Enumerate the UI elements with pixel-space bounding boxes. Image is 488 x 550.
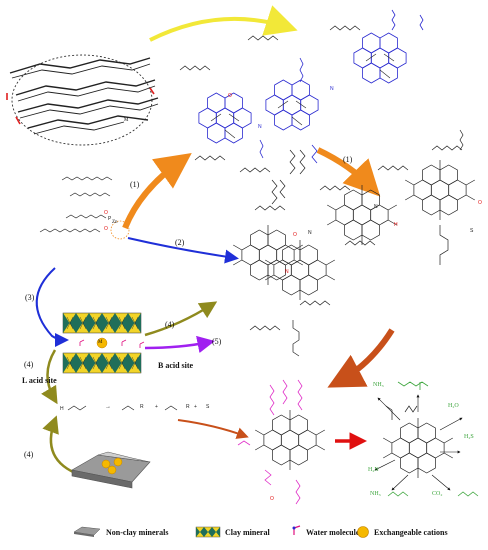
step-1-right-label: (1) <box>343 155 353 164</box>
svg-text:N: N <box>374 204 378 210</box>
legend-item-nonclay: Non-clay minerals <box>72 518 168 546</box>
reaction-formula-row: H → R + R + S <box>60 404 210 412</box>
non-clay-mineral <box>71 451 151 489</box>
legend-item-clay: Clay mineral <box>195 518 270 546</box>
cation-label: M <box>98 340 103 345</box>
mn-label: M <box>124 118 129 123</box>
arrow-blue-2 <box>127 237 239 264</box>
arrow-yellow <box>149 5 298 42</box>
non-clay-mineral-icon <box>73 526 101 537</box>
step-2-label: (2) <box>175 238 185 247</box>
h2o-label: H₂O <box>448 403 459 409</box>
legend-item-cations: Exchangeable cations <box>356 518 448 546</box>
arrow-olive-bottom <box>42 415 81 477</box>
step-3-label: (3) <box>25 293 35 302</box>
product-arrows <box>374 394 463 491</box>
legend: Non-clay minerals Clay mineral Water mol… <box>0 518 488 546</box>
svg-text:O: O <box>293 232 297 238</box>
arrow-olive-top <box>144 301 218 337</box>
clay-mineral-icon <box>195 526 221 538</box>
step-4-left-label: (4) <box>24 360 34 369</box>
svg-text:S: S <box>470 228 474 234</box>
clay-layer-stack <box>6 54 159 146</box>
bottom-center-molecule: O <box>237 379 326 505</box>
arrow-blue-3 <box>35 267 69 347</box>
exchangeable-cation-icon <box>357 526 369 538</box>
nh3-bottom-label: NH₃ <box>370 491 381 497</box>
bronsted-acid-site-label: B acid site <box>158 361 194 370</box>
step-4-bottom-label: (4) <box>24 450 34 459</box>
alkane-products <box>387 381 479 497</box>
step-4-top-label: (4) <box>165 320 175 329</box>
legend-item-water: Water molecules <box>290 518 363 546</box>
zinc-dithiophosphate: O P O <box>39 176 130 240</box>
svg-text:→: → <box>105 404 111 410</box>
legend-label-water: Water molecules <box>306 527 363 537</box>
svg-text:H: H <box>394 222 398 228</box>
svg-text:O: O <box>104 226 108 232</box>
step-1-upper-label: (1) <box>130 180 140 189</box>
svg-text:O: O <box>478 200 482 206</box>
svg-text:+: + <box>155 404 158 410</box>
svg-text:N: N <box>258 124 262 130</box>
product-molecule <box>382 405 454 479</box>
step-5-label: (5) <box>212 337 222 346</box>
h2s-label: H₂S <box>464 434 474 440</box>
svg-text:N: N <box>308 230 312 236</box>
arrow-brown-down <box>327 328 395 388</box>
right-molecule: O S <box>404 129 482 265</box>
svg-text:O: O <box>270 496 274 502</box>
h2n-label: H₂N <box>368 467 379 473</box>
svg-text:R: R <box>186 404 190 410</box>
arrow-orange-right <box>316 147 381 197</box>
svg-text:O: O <box>228 93 232 99</box>
svg-text:P: P <box>108 216 112 222</box>
svg-text:H: H <box>60 406 64 412</box>
arrow-orange-upper <box>122 153 192 230</box>
arrow-purple <box>144 335 215 354</box>
diagram-canvas: N O N O S O N H N N O <box>6 5 482 505</box>
legend-label-nonclay: Non-clay minerals <box>106 527 169 537</box>
svg-text:N: N <box>330 86 334 92</box>
svg-text:R: R <box>140 404 144 410</box>
blue-molecule-cluster: N O N <box>179 9 424 175</box>
zn-label: Zn <box>112 220 118 225</box>
svg-text:O: O <box>104 210 108 216</box>
middle-molecule-cluster: O N H N N <box>232 165 409 357</box>
legend-label-cations: Exchangeable cations <box>374 527 448 537</box>
svg-text:+: + <box>194 404 197 410</box>
lewis-acid-site-label: L acid site <box>22 376 57 385</box>
nh3-top-label: NH₃ <box>373 382 384 388</box>
arrow-olive-left <box>41 349 58 405</box>
clay-sheet-pair <box>62 312 145 374</box>
svg-text:N: N <box>285 269 289 275</box>
arrow-brown-right <box>177 419 249 439</box>
water-molecule-icon <box>292 525 301 535</box>
svg-text:S: S <box>206 404 210 410</box>
legend-label-clay: Clay mineral <box>225 527 270 537</box>
co2-label: CO₂ <box>432 491 443 497</box>
